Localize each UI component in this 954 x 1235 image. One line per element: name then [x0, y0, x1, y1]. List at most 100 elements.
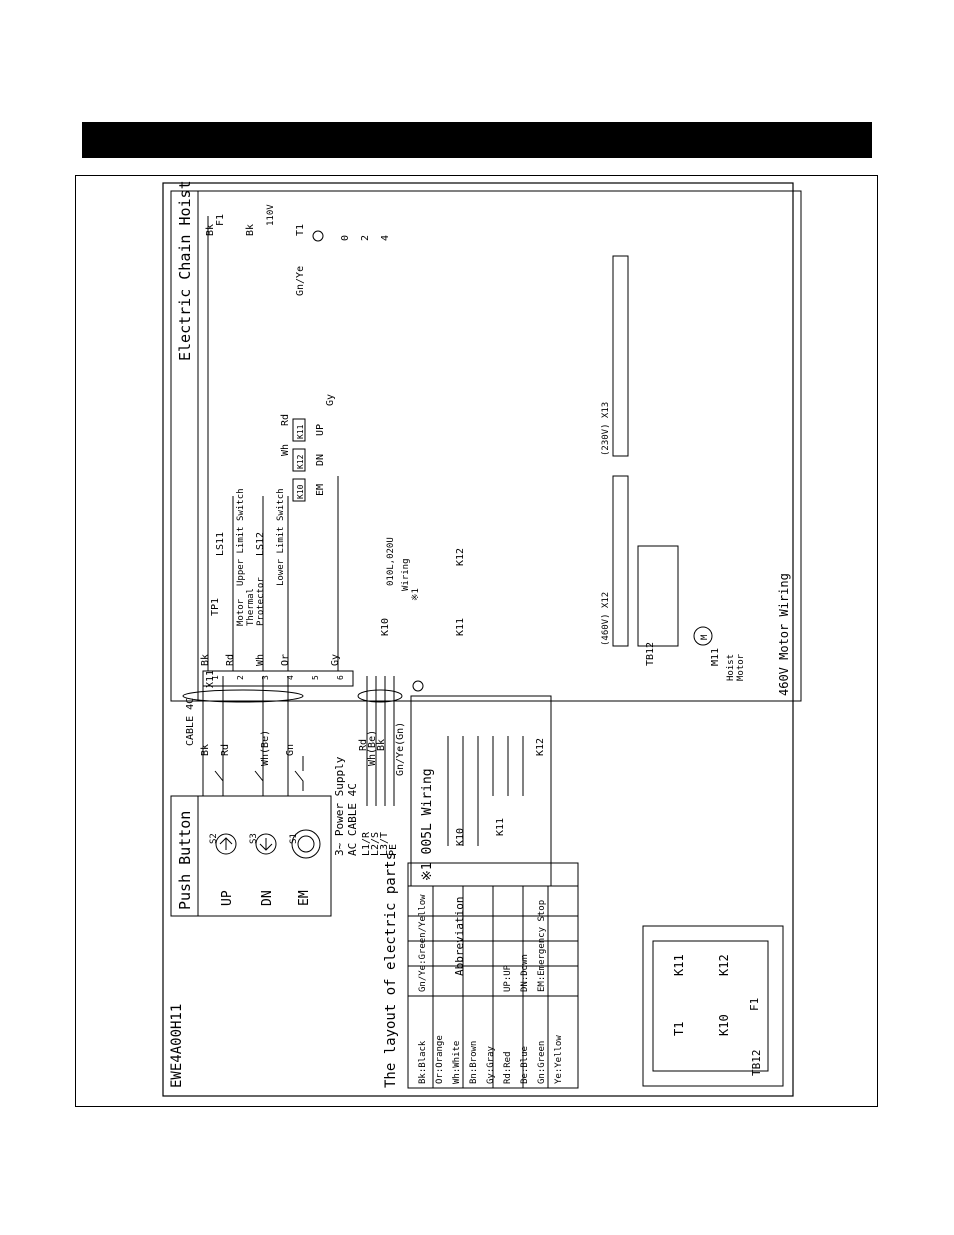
abbreviation-title: Abbreviation: [453, 897, 466, 976]
pb-up-label: UP: [220, 890, 235, 906]
abbreviation-col1-item: Or:Orange: [435, 1035, 445, 1084]
x12-label: (460V) X12: [601, 592, 611, 646]
transformer-f1: F1: [215, 214, 226, 226]
hoist-title: Electric Chain Hoist: [176, 180, 194, 361]
layout-title: The layout of electric parts: [383, 852, 399, 1088]
x11-pin-1: 1: [211, 675, 220, 680]
coil-rd: Rd: [280, 414, 291, 426]
ps-wire-rd: Rd: [358, 739, 369, 751]
cable-wire-4: Gn: [285, 744, 296, 756]
x11-wire-or: Or: [280, 654, 291, 666]
sub-k10: K10: [455, 828, 466, 846]
motor-m11: M11: [710, 648, 721, 666]
cable-bundle: [182, 689, 304, 703]
ls11-desc: Upper Limit Switch: [236, 488, 246, 586]
tp1-desc3: Protector: [256, 577, 266, 626]
x11-label: X11: [205, 670, 216, 688]
abbreviation-col1-item: Gn:Green: [537, 1041, 547, 1084]
x13-strip: [612, 255, 629, 457]
push-button-box: [170, 795, 332, 917]
x11-terminal: [202, 670, 354, 687]
sub-wiring-title: ※1 005L Wiring: [420, 768, 435, 881]
ps-wire-bk: Bk: [376, 739, 387, 751]
coil-wh: Wh: [280, 444, 291, 456]
phase-l1: L1/R: [361, 831, 372, 856]
layout-k12: K12: [717, 954, 731, 976]
x11-wire-rd: Rd: [225, 654, 236, 666]
tp1-desc2: Thermal: [246, 588, 256, 626]
x11-wire-gy: Gy: [330, 654, 341, 666]
layout-f1: F1: [748, 998, 761, 1011]
abbreviation-col2-item: UP:UP: [503, 964, 513, 992]
transformer-tap2: 2: [360, 235, 371, 241]
layout-tb12: TB12: [750, 1050, 763, 1077]
transformer-tap0: 0: [340, 235, 351, 241]
abbreviation-col2-item: Gn/Ye:Green/Yellow: [418, 894, 428, 992]
tb12-label: TB12: [645, 642, 656, 666]
coil-k12-label: K12: [296, 454, 305, 469]
abbreviation-col2-item: EM:Emergency Stop: [537, 900, 547, 992]
transformer-bk1: Bk: [205, 224, 216, 236]
contactor-k12: K12: [455, 548, 466, 566]
pb-s1: S1: [289, 833, 299, 844]
motor-symbol: M: [700, 634, 710, 640]
x11-wire-wh: Wh: [255, 654, 266, 666]
contactor-k10: K10: [380, 618, 391, 636]
transformer-t1: T1: [295, 224, 306, 236]
cable-wire-2: Rd: [220, 744, 231, 756]
layout-box: [642, 925, 784, 1087]
coil-dn: DN: [315, 454, 326, 466]
coil-k10: [292, 478, 306, 502]
x11-pin-3: 3: [261, 675, 270, 680]
pb-dn-label: DN: [260, 890, 275, 906]
drawing-border: [162, 182, 794, 1097]
coil-k11: [292, 418, 306, 442]
abbreviation-col1-item: Bk:Black: [418, 1040, 428, 1084]
motor-wiring-label: 460V Motor Wiring: [777, 573, 791, 696]
x11-pin-4: 4: [286, 675, 295, 680]
sub-k12: K12: [535, 738, 546, 756]
drawing-id: EWE4A00H11: [169, 1004, 185, 1088]
layout-t1: T1: [672, 1022, 686, 1036]
abbreviation-col1-item: Ye:Yellow: [554, 1035, 564, 1084]
coil-k10-label: K10: [296, 484, 305, 499]
x12-strip: [612, 475, 629, 647]
ground-icon: [412, 680, 424, 692]
power-supply-line1: 3~ Power Supply: [333, 756, 346, 856]
tb12-block: [637, 545, 679, 647]
phase-l2: L2/S: [370, 832, 381, 856]
tp1-desc1: Motor: [236, 598, 246, 626]
cable-wire-1: Bk: [200, 744, 211, 756]
x11-pin-2: 2: [236, 675, 245, 680]
emergency-stop-icon: [291, 829, 321, 859]
diagram-frame: [75, 175, 878, 1107]
x11-wire-bk: Bk: [200, 654, 211, 666]
contactor-k11: K11: [455, 618, 466, 636]
coil-gy: Gy: [325, 394, 336, 406]
down-arrow-icon: [255, 833, 277, 855]
sub-k11: K11: [495, 818, 506, 836]
abbreviation-col1-item: Be:Blue: [520, 1046, 530, 1084]
x11-pin-6: 6: [336, 675, 345, 680]
transformer-tap4: 4: [380, 235, 391, 241]
transformer-110v: 110V: [266, 204, 276, 226]
coil-k11-label: K11: [296, 424, 305, 439]
motor-desc2: Motor: [736, 653, 746, 681]
ps-wire-wh: Wh(Be): [367, 730, 378, 766]
power-cable-bundle: [357, 689, 403, 703]
pb-s3: S3: [249, 833, 259, 844]
wiring-note-3: ※1: [411, 588, 421, 601]
abbreviation-col2-item: DN:Down: [520, 954, 530, 992]
abbreviation-col1-item: Wh:White: [452, 1041, 462, 1084]
ps-wire-gnye: Gn/Ye(Gn): [395, 722, 406, 776]
push-button-title: Push Button: [176, 811, 194, 910]
ls12-desc: Lower Limit Switch: [276, 488, 286, 586]
power-supply-line2: AC CABLE 4C: [346, 783, 359, 856]
pb-em-label: EM: [297, 890, 312, 906]
transformer-gnye: Gn/Ye: [295, 266, 306, 296]
wiring-note-2: Wiring: [401, 558, 411, 591]
layout-k11: K11: [672, 954, 686, 976]
ground-icon-2: [312, 230, 324, 242]
ls11-label: LS11: [215, 532, 226, 556]
